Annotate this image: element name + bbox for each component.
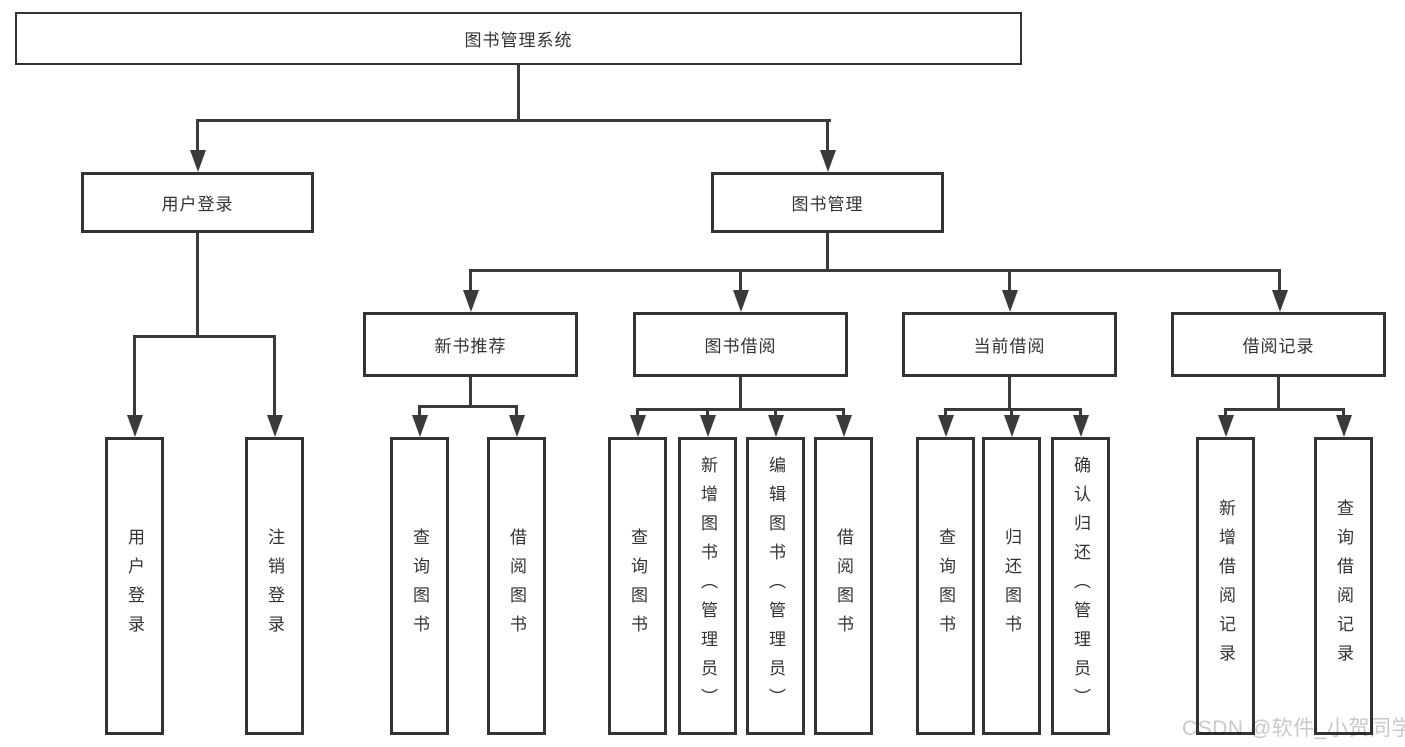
leaf-label: 查询图书 bbox=[628, 528, 647, 644]
csdn-watermark: CSDN @软件_小贺同学 bbox=[1182, 717, 1405, 740]
connector-line bbox=[1079, 411, 1082, 415]
arrowhead-down-icon bbox=[1004, 415, 1020, 437]
connector-line bbox=[1224, 411, 1227, 415]
leaf-label: 归还图书 bbox=[1002, 528, 1021, 644]
connector-line bbox=[1010, 411, 1013, 415]
leaf-label: 编辑图书（管理员） bbox=[766, 455, 785, 717]
connector-line bbox=[1277, 377, 1280, 408]
leaf-newbooks-borrow-books: 借阅图书 bbox=[487, 437, 546, 735]
connector-line bbox=[273, 338, 276, 415]
arrowhead-down-icon bbox=[127, 415, 143, 437]
node-label: 当前借阅 bbox=[973, 337, 1046, 356]
leaf-borrowing-add-books-admin: 新增图书（管理员） bbox=[678, 437, 737, 735]
leaf-newbooks-query-books: 查询图书 bbox=[390, 437, 449, 735]
leaf-current-confirm-return-admin: 确认归还（管理员） bbox=[1051, 437, 1110, 735]
connector-line bbox=[706, 411, 709, 415]
leaf-label: 新增借阅记录 bbox=[1216, 499, 1235, 673]
connector-line bbox=[1342, 411, 1345, 415]
node-book-management: 图书管理 bbox=[711, 172, 944, 233]
leaf-borrowing-borrow-books: 借阅图书 bbox=[814, 437, 873, 735]
node-label: 图书借阅 bbox=[704, 337, 777, 356]
connector-line bbox=[133, 335, 276, 338]
arrowhead-down-icon bbox=[509, 415, 525, 437]
connector-line bbox=[196, 119, 831, 122]
connector-line bbox=[515, 408, 518, 415]
arrowhead-down-icon bbox=[267, 415, 283, 437]
connector-line bbox=[636, 411, 639, 415]
connector-line bbox=[133, 338, 136, 415]
node-label: 图书管理 bbox=[791, 195, 864, 214]
leaf-logout: 注销登录 bbox=[245, 437, 304, 735]
leaf-label: 查询借阅记录 bbox=[1334, 499, 1353, 673]
arrowhead-down-icon bbox=[820, 150, 836, 172]
leaf-label: 用户登录 bbox=[125, 528, 144, 644]
arrowhead-down-icon bbox=[700, 415, 716, 437]
arrowhead-down-icon bbox=[1336, 415, 1352, 437]
connector-line bbox=[944, 411, 947, 415]
arrowhead-down-icon bbox=[190, 150, 206, 172]
connector-line bbox=[944, 408, 1082, 411]
connector-line bbox=[196, 122, 199, 150]
connector-line bbox=[739, 272, 742, 290]
leaf-current-return-books: 归还图书 bbox=[982, 437, 1041, 735]
leaf-label: 确认归还（管理员） bbox=[1071, 455, 1090, 717]
leaf-label: 新增图书（管理员） bbox=[698, 455, 717, 717]
connector-line bbox=[418, 405, 518, 408]
arrowhead-down-icon bbox=[1002, 290, 1018, 312]
leaf-borrowing-query-books: 查询图书 bbox=[608, 437, 667, 735]
arrowhead-down-icon bbox=[938, 415, 954, 437]
connector-line bbox=[469, 272, 472, 290]
arrowhead-down-icon bbox=[412, 415, 428, 437]
node-new-book-recommend: 新书推荐 bbox=[363, 312, 578, 377]
leaf-current-query-books: 查询图书 bbox=[916, 437, 975, 735]
arrowhead-down-icon bbox=[630, 415, 646, 437]
node-label: 借阅记录 bbox=[1242, 337, 1315, 356]
connector-line bbox=[826, 233, 829, 269]
node-library-system: 图书管理系统 bbox=[15, 12, 1022, 65]
leaf-label: 借阅图书 bbox=[834, 528, 853, 644]
arrowhead-down-icon bbox=[1073, 415, 1089, 437]
arrowhead-down-icon bbox=[1272, 290, 1288, 312]
leaf-records-add-borrow-record: 新增借阅记录 bbox=[1196, 437, 1255, 735]
arrowhead-down-icon bbox=[733, 290, 749, 312]
leaf-borrowing-edit-books-admin: 编辑图书（管理员） bbox=[746, 437, 805, 735]
connector-line bbox=[636, 408, 845, 411]
leaf-records-query-borrow-record: 查询借阅记录 bbox=[1314, 437, 1373, 735]
node-current-borrowing: 当前借阅 bbox=[902, 312, 1117, 377]
connector-line bbox=[1224, 408, 1345, 411]
connector-line bbox=[774, 411, 777, 415]
connector-line bbox=[1008, 272, 1011, 290]
arrowhead-down-icon bbox=[1218, 415, 1234, 437]
leaf-label: 借阅图书 bbox=[507, 528, 526, 644]
connector-line bbox=[418, 408, 421, 415]
connector-line bbox=[826, 122, 829, 150]
connector-line bbox=[517, 65, 520, 119]
arrowhead-down-icon bbox=[463, 290, 479, 312]
node-user-login: 用户登录 bbox=[81, 172, 314, 233]
node-label: 新书推荐 bbox=[434, 337, 507, 356]
node-borrow-records: 借阅记录 bbox=[1171, 312, 1386, 377]
node-label: 图书管理系统 bbox=[464, 31, 573, 50]
connector-line bbox=[1008, 377, 1011, 408]
connector-line bbox=[469, 377, 472, 405]
arrowhead-down-icon bbox=[768, 415, 784, 437]
leaf-user-login: 用户登录 bbox=[105, 437, 164, 735]
node-label: 用户登录 bbox=[161, 195, 234, 214]
leaf-label: 查询图书 bbox=[936, 528, 955, 644]
leaf-label: 注销登录 bbox=[265, 528, 284, 644]
connector-line bbox=[1278, 272, 1281, 290]
connector-line bbox=[739, 377, 742, 408]
node-book-borrowing: 图书借阅 bbox=[633, 312, 848, 377]
connector-line bbox=[842, 411, 845, 415]
connector-line bbox=[469, 269, 1281, 272]
leaf-label: 查询图书 bbox=[410, 528, 429, 644]
arrowhead-down-icon bbox=[836, 415, 852, 437]
connector-line bbox=[196, 233, 199, 335]
